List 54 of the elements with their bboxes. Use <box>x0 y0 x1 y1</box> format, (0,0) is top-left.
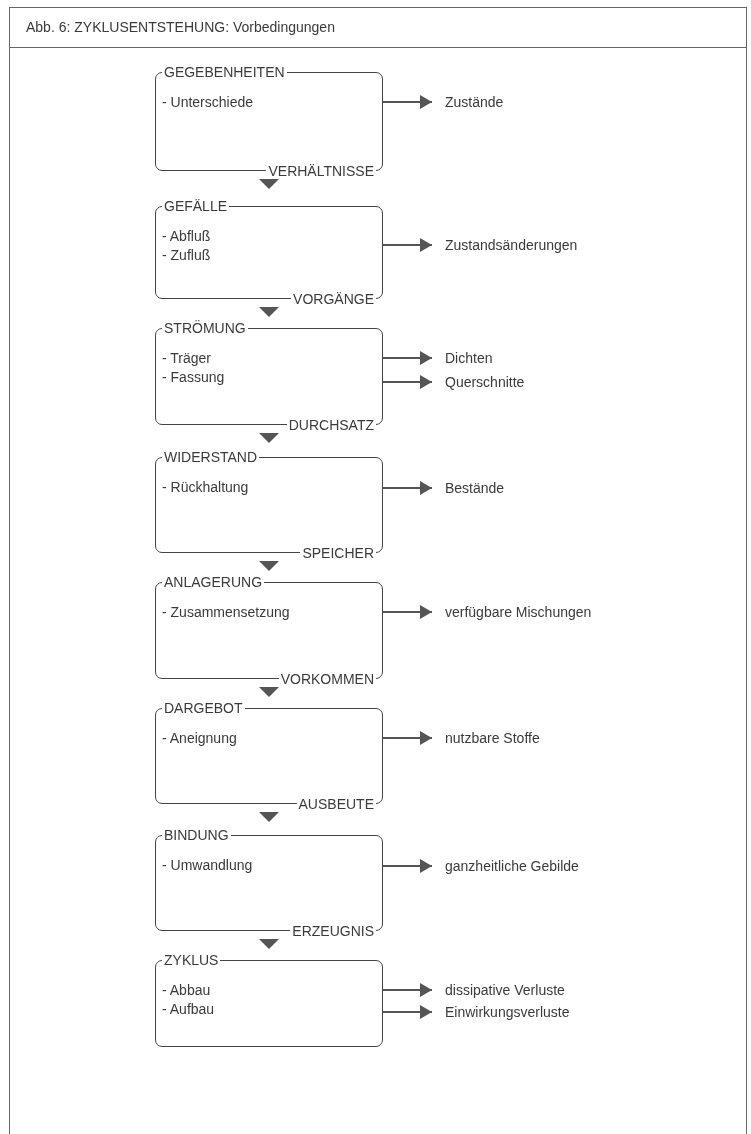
arrow <box>382 731 433 745</box>
list-item: - Unterschiede <box>162 93 254 111</box>
outcome-text: Dichten <box>445 349 493 367</box>
stage-heading: STRÖMUNG <box>162 320 248 336</box>
outcome-text: verfügbare Mischungen <box>445 603 592 621</box>
arrow <box>382 859 433 873</box>
result-label: DURCHSATZ <box>286 417 376 433</box>
stage-heading: DARGEBOT <box>162 700 245 716</box>
result-label: VORKOMMEN <box>278 671 376 687</box>
list-item: - Träger <box>162 349 211 367</box>
outcome-text: ganzheitliche Gebilde <box>445 857 579 875</box>
outcome-text: Zustände <box>445 93 504 111</box>
outcome-text: nutzbare Stoffe <box>445 729 540 747</box>
result-label: ERZEUGNIS <box>290 923 376 939</box>
stage-heading: BINDUNG <box>162 827 231 843</box>
list-item: - Zusammensetzung <box>162 603 290 621</box>
down-arrow <box>259 179 279 189</box>
down-arrow <box>259 687 279 697</box>
down-arrow <box>259 433 279 443</box>
outcome-text: Bestände <box>445 479 505 497</box>
result-label: VERHÄLTNISSE <box>266 163 376 179</box>
result-label: AUSBEUTE <box>296 796 376 812</box>
list-item: - Abfluß <box>162 227 211 245</box>
figure-title: Abb. 6: ZYKLUSENTSTEHUNG: Vorbedingungen <box>26 19 335 35</box>
list-item: - Abbau <box>162 981 211 999</box>
stage-heading: ANLAGERUNG <box>162 574 265 590</box>
arrow <box>382 983 433 997</box>
stage-heading: WIDERSTAND <box>162 449 260 465</box>
outcome-text: Zustandsänderungen <box>445 236 578 254</box>
arrow <box>382 95 433 109</box>
outcome-text: dissipative Verluste <box>445 981 565 999</box>
arrow <box>382 375 433 389</box>
list-item: - Aneignung <box>162 729 237 747</box>
arrow <box>382 481 433 495</box>
stage-heading: GEGEBENHEITEN <box>162 64 287 80</box>
outcome-text: Querschnitte <box>445 373 525 391</box>
down-arrow <box>259 812 279 822</box>
outcome-text: Einwirkungsverluste <box>445 1003 570 1021</box>
down-arrow <box>259 561 279 571</box>
list-item: - Fassung <box>162 368 225 386</box>
arrow <box>382 1005 433 1019</box>
stage-heading: GEFÄLLE <box>162 198 230 214</box>
down-arrow <box>259 307 279 317</box>
stage-heading: ZYKLUS <box>162 952 221 968</box>
result-label: SPEICHER <box>300 545 376 561</box>
list-item: - Umwandlung <box>162 856 253 874</box>
list-item: - Aufbau <box>162 1000 215 1018</box>
arrow <box>382 351 433 365</box>
list-item: - Zufluß <box>162 246 211 264</box>
arrow <box>382 605 433 619</box>
down-arrow <box>259 939 279 949</box>
list-item: - Rückhaltung <box>162 478 249 496</box>
result-label: VORGÄNGE <box>291 291 376 307</box>
arrow <box>382 238 433 252</box>
